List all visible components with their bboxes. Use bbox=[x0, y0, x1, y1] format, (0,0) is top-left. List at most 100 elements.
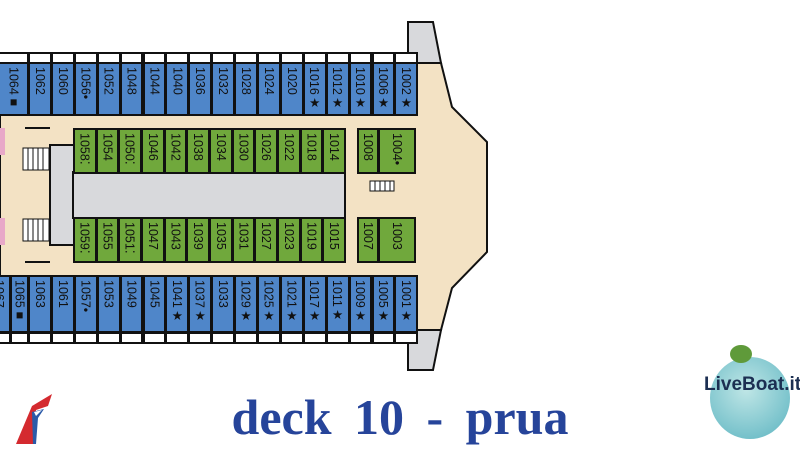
cabin-interior[interactable]: 1022 bbox=[277, 128, 301, 174]
cabin-balcony[interactable]: 1029★ bbox=[234, 275, 258, 333]
cabin-balcony[interactable]: 1044 bbox=[142, 62, 167, 116]
cabin-number: 1021★ bbox=[284, 280, 299, 323]
cabin-interior[interactable]: 1043 bbox=[163, 217, 188, 263]
cabin-balcony[interactable]: 1040 bbox=[165, 62, 190, 116]
cabin-balcony[interactable]: 1010★ bbox=[348, 62, 373, 116]
cabin-interior[interactable]: 1031 bbox=[231, 217, 256, 263]
cabin-interior[interactable]: 1039 bbox=[186, 217, 210, 263]
cabin-interior[interactable]: 1015 bbox=[322, 217, 346, 263]
cabin-balcony[interactable]: 1021★ bbox=[279, 275, 304, 333]
cabin-balcony[interactable]: 1053 bbox=[96, 275, 121, 333]
cabin-number: 1047 bbox=[145, 222, 160, 250]
cabin-number: 1050⁚ bbox=[122, 133, 137, 165]
cabin-interior[interactable]: 1054 bbox=[95, 128, 120, 174]
cabin-balcony[interactable]: 1028 bbox=[234, 62, 258, 116]
cabin-interior[interactable]: 1042 bbox=[163, 128, 188, 174]
balcony bbox=[257, 332, 281, 344]
cabin-interior[interactable]: 1014 bbox=[322, 128, 346, 174]
cabin-interior[interactable]: 1055 bbox=[95, 217, 120, 263]
cabin-balcony[interactable]: 1056• bbox=[73, 62, 98, 116]
cabin-interior[interactable]: 1038 bbox=[186, 128, 210, 174]
cabin-interior[interactable]: 1051⁚ bbox=[118, 217, 142, 263]
cabin-balcony[interactable]: 1057• bbox=[73, 275, 98, 333]
cabin-balcony[interactable]: 1006★ bbox=[371, 62, 396, 116]
cabin-number: 1031 bbox=[236, 222, 251, 250]
balcony bbox=[10, 332, 29, 344]
cabin-balcony[interactable]: 1025★ bbox=[257, 275, 281, 333]
cabin-number: 1019 bbox=[304, 222, 319, 250]
cabin-balcony[interactable]: 1049 bbox=[119, 275, 144, 333]
cabin-balcony[interactable]: 1063 bbox=[28, 275, 52, 333]
cabin-balcony[interactable]: 1064■ bbox=[0, 62, 29, 116]
cabin-number: 1061 bbox=[55, 280, 70, 308]
cabin-number: 1020 bbox=[284, 67, 299, 95]
balcony bbox=[302, 332, 327, 344]
balcony bbox=[279, 332, 304, 344]
cabin-interior[interactable]: 1004• bbox=[378, 128, 416, 174]
cabin-balcony[interactable]: 1065■ bbox=[10, 275, 29, 333]
cabin-balcony[interactable]: 1045 bbox=[142, 275, 167, 333]
cabin-balcony[interactable]: 1060 bbox=[50, 62, 75, 116]
cabin-interior[interactable]: 1018 bbox=[299, 128, 324, 174]
cabin-interior[interactable]: 1008 bbox=[357, 128, 379, 174]
cabin-interior[interactable]: 1019 bbox=[299, 217, 324, 263]
cabin-number: 1048 bbox=[124, 67, 139, 95]
cabin-balcony[interactable]: 1041★ bbox=[165, 275, 190, 333]
cabin-balcony[interactable]: 1032 bbox=[211, 62, 236, 116]
cabin-interior[interactable]: 1026 bbox=[254, 128, 278, 174]
cabin-balcony[interactable]: 1048 bbox=[119, 62, 144, 116]
cabin-interior[interactable]: 1003 bbox=[378, 217, 416, 263]
cabin-balcony[interactable]: 1009★ bbox=[348, 275, 373, 333]
balcony bbox=[73, 332, 98, 344]
cabin-number: 1037★ bbox=[192, 280, 207, 323]
cabin-number: 1042 bbox=[168, 133, 183, 161]
cabin-balcony[interactable]: 1002★ bbox=[394, 62, 419, 116]
cabin-balcony[interactable]: 1052 bbox=[96, 62, 121, 116]
cabin-number: 1029★ bbox=[238, 280, 253, 323]
cabin-balcony[interactable]: 1011★ bbox=[325, 275, 350, 333]
cabin-interior[interactable]: 1047 bbox=[141, 217, 165, 263]
cabin-balcony[interactable]: 1033 bbox=[211, 275, 236, 333]
cabin-interior[interactable]: 1035 bbox=[209, 217, 233, 263]
cabin-interior[interactable]: 1050⁚ bbox=[118, 128, 142, 174]
cabin-number: 1056• bbox=[78, 67, 93, 100]
balcony bbox=[348, 332, 373, 344]
balcony bbox=[325, 332, 350, 344]
cabin-balcony[interactable]: 1005★ bbox=[371, 275, 396, 333]
cabin-number: 1008 bbox=[361, 133, 375, 161]
cabin-number: 1014 bbox=[327, 133, 342, 161]
cabin-number: 1034 bbox=[213, 133, 228, 161]
cabin-number: 1064■ bbox=[6, 67, 21, 109]
cabin-balcony[interactable]: 1016★ bbox=[302, 62, 327, 116]
cabin-number: 1063 bbox=[32, 280, 47, 308]
cabin-number: 1017★ bbox=[307, 280, 322, 323]
stairs-icon bbox=[369, 180, 395, 192]
cabin-balcony[interactable]: 1024 bbox=[257, 62, 281, 116]
cabin-number: 1011★ bbox=[330, 280, 345, 322]
cabin-balcony[interactable]: 1001★ bbox=[394, 275, 419, 333]
cabin-number: 1026 bbox=[259, 133, 274, 161]
cabin-balcony[interactable]: 1017★ bbox=[302, 275, 327, 333]
cabin-interior[interactable]: 1023 bbox=[277, 217, 301, 263]
cabin-interior[interactable]: 1046 bbox=[141, 128, 165, 174]
cabin-balcony[interactable]: 1037★ bbox=[188, 275, 213, 333]
balcony bbox=[50, 332, 75, 344]
cabin-number: 1038 bbox=[191, 133, 206, 161]
cabin-interior[interactable]: 1034 bbox=[209, 128, 233, 174]
cabin-interior[interactable]: 1058⁚ bbox=[73, 128, 97, 174]
cabin-interior[interactable]: 1030 bbox=[231, 128, 256, 174]
cabin-balcony[interactable]: 1036 bbox=[188, 62, 213, 116]
cabin-balcony[interactable]: 1020 bbox=[279, 62, 304, 116]
cabin-balcony[interactable]: 1061 bbox=[50, 275, 75, 333]
cabin-number: 1051⁚ bbox=[122, 222, 137, 254]
cabin-interior[interactable]: 1027 bbox=[254, 217, 278, 263]
cabin-number: 1001★ bbox=[398, 280, 413, 323]
cabin-interior[interactable]: 1059⁚ bbox=[73, 217, 97, 263]
cabin-interior[interactable]: 1007 bbox=[357, 217, 379, 263]
balcony bbox=[188, 332, 213, 344]
balcony bbox=[96, 332, 121, 344]
cabin-number: 1053 bbox=[101, 280, 116, 308]
cabin-balcony[interactable]: 1012★ bbox=[325, 62, 350, 116]
cabin-number: 1004• bbox=[390, 133, 404, 166]
cabin-balcony[interactable]: 1062 bbox=[28, 62, 52, 116]
